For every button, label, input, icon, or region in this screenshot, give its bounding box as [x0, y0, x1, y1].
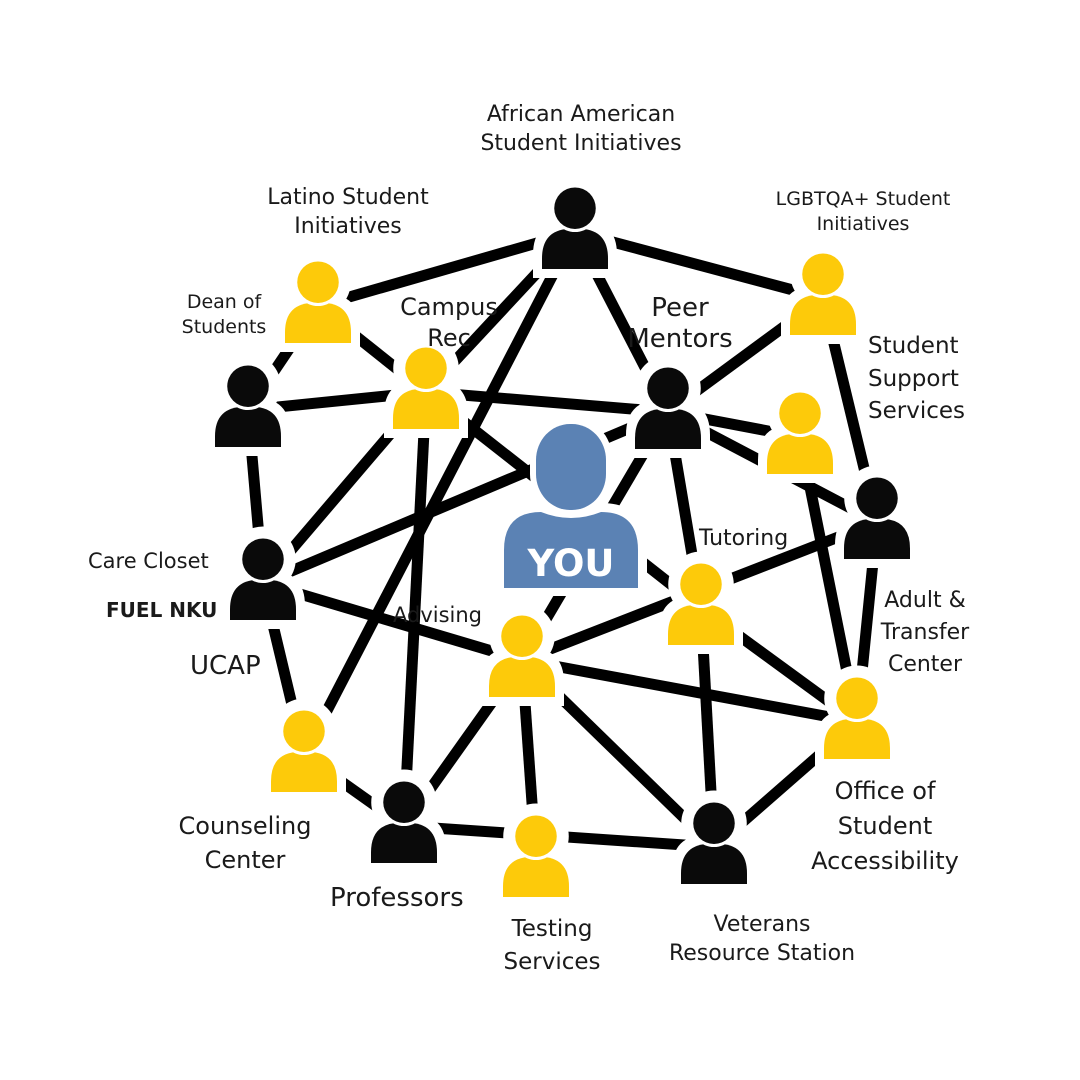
person-body: [668, 604, 734, 645]
label-african-american: African American Student Initiatives: [480, 102, 682, 156]
connection-line: [398, 391, 432, 827]
connection-line: [299, 229, 580, 758]
label-student-support: Student Support Services: [868, 333, 965, 425]
you-label: YOU: [527, 542, 615, 585]
person-body: [371, 822, 437, 863]
person-head: [779, 392, 821, 434]
you-head: [536, 424, 606, 510]
person-body: [824, 718, 890, 759]
person-icon-african-american: [533, 175, 617, 278]
person-head: [405, 347, 447, 389]
person-body: [790, 294, 856, 335]
person-body: [285, 302, 351, 343]
person-icon-care-fuel: [221, 526, 305, 629]
label-ucap: UCAP: [190, 651, 261, 681]
person-head: [680, 563, 722, 605]
person-icon-counseling: [262, 698, 346, 801]
label-latino: Latino Student Initiatives: [267, 185, 429, 239]
person-icon-latino: [276, 249, 360, 352]
person-icon-professors: [362, 769, 446, 872]
connection-line: [520, 654, 859, 728]
connection-line: [573, 226, 825, 304]
person-head: [297, 261, 339, 303]
person-body: [635, 408, 701, 449]
person-icon-testing: [494, 803, 578, 906]
person-icon-accessibility: [815, 665, 899, 768]
person-body: [215, 406, 281, 447]
person-icon-peer-mentors: [626, 355, 710, 458]
person-body: [767, 433, 833, 474]
label-testing: Testing Services: [503, 916, 601, 976]
person-head: [501, 615, 543, 657]
label-fuel-nku: FUEL NKU: [106, 598, 218, 622]
label-counseling: Counseling Center: [178, 812, 312, 874]
person-head: [554, 187, 596, 230]
person-head: [383, 781, 425, 823]
label-lgbtqa: LGBTQA+ Student Initiatives: [775, 188, 951, 235]
person-body: [681, 843, 747, 884]
you-body: [504, 512, 638, 588]
person-head: [836, 677, 878, 719]
connection-line: [261, 577, 524, 666]
label-tutoring: Tutoring: [699, 526, 789, 551]
person-head: [693, 802, 735, 844]
person-body: [393, 388, 459, 429]
person-head: [515, 815, 557, 857]
person-icon-campus-rec: [384, 335, 468, 438]
connection-line: [425, 386, 669, 418]
connection-line: [316, 226, 577, 312]
person-icon-student-support: [758, 380, 842, 483]
label-campus-rec: Campus Rec: [400, 293, 498, 353]
label-adult-transfer: Adult & Transfer Center: [880, 588, 970, 677]
person-body: [542, 228, 608, 269]
person-body: [489, 656, 555, 697]
label-dean: Dean of Students: [181, 291, 267, 338]
person-body: [230, 579, 296, 620]
label-accessibility: Office of Student Accessibility: [811, 777, 959, 875]
you-node: YOU: [495, 418, 647, 596]
person-head: [856, 477, 898, 519]
label-peer-mentors: Peer Mentors: [627, 293, 733, 354]
person-icon-lgbtqa: [781, 241, 865, 344]
person-body: [271, 751, 337, 792]
person-icons: [206, 175, 919, 906]
label-advising: Advising: [393, 603, 483, 627]
person-icon-tutoring: [659, 551, 743, 654]
label-professors: Professors: [330, 883, 464, 913]
label-care-closet: Care Closet: [88, 549, 209, 573]
person-icon-adult-transfer: [835, 465, 919, 568]
person-head: [802, 253, 844, 295]
person-body: [844, 518, 910, 559]
person-icon-veterans: [672, 790, 756, 893]
person-icon-advising: [480, 603, 564, 706]
person-head: [647, 367, 689, 409]
label-veterans: Veterans Resource Station: [668, 912, 856, 966]
person-body: [503, 856, 569, 897]
person-head: [283, 710, 325, 752]
person-head: [242, 538, 284, 580]
person-icon-dean: [206, 353, 290, 456]
person-head: [227, 365, 269, 407]
